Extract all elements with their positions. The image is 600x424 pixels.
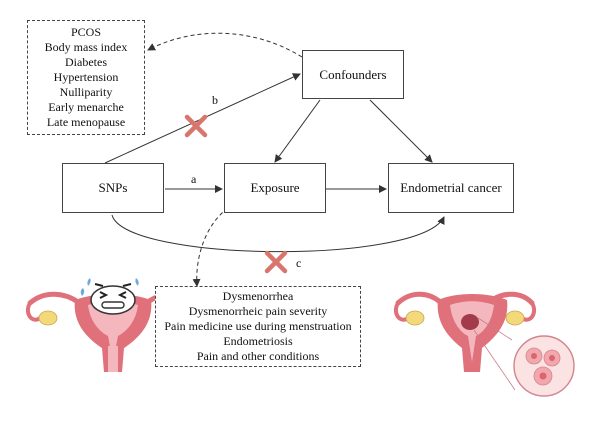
confounder-item: Body mass index: [44, 40, 128, 54]
cross-mark-icon: [264, 250, 288, 274]
path-label-a: a: [191, 172, 197, 186]
node-endometrial-cancer: Endometrial cancer: [388, 163, 514, 213]
node-snps-label: SNPs: [98, 180, 128, 195]
cancer-cells-icon: [473, 317, 575, 397]
arrow-confounders-to-exposure: [274, 99, 321, 163]
confounder-item: Diabetes: [65, 55, 107, 69]
confounder-list-box: PCOS Body mass index Diabetes Hypertensi…: [27, 20, 145, 135]
uterus-illustration: [393, 291, 537, 372]
exposure-list-box: Dysmenorrhea Dysmenorrheic pain severity…: [155, 286, 361, 367]
arrow-snps-to-outcome: [111, 214, 445, 253]
exposure-item: Dysmenorrheic pain severity: [188, 304, 328, 318]
arrow-confounders-to-outcome: [369, 99, 433, 163]
arrow-confounders-to-list: [147, 32, 303, 58]
arrow-exposure-to-list: [192, 207, 229, 287]
exposure-item: Pain medicine use during menstruation: [164, 319, 352, 333]
pain-face-icon: [80, 278, 139, 315]
confounder-item: Nulliparity: [59, 85, 113, 99]
node-snps: SNPs: [62, 163, 164, 213]
exposure-item: Pain and other conditions: [196, 349, 320, 363]
path-label-c: c: [296, 256, 302, 270]
node-exposure: Exposure: [224, 163, 326, 213]
confounder-item: Late menopause: [46, 115, 126, 129]
confounder-item: PCOS: [70, 25, 102, 39]
confounder-item: Hypertension: [53, 70, 119, 84]
cross-mark-icon: [184, 114, 208, 138]
exposure-item: Dysmenorrhea: [222, 289, 294, 303]
confounder-item: Early menarche: [48, 100, 124, 114]
node-exposure-label: Exposure: [250, 180, 300, 195]
node-endometrial-cancer-label: Endometrial cancer: [400, 180, 502, 195]
exposure-item: Endometriosis: [223, 334, 293, 348]
node-confounders: Confounders: [302, 50, 404, 99]
path-label-b: b: [212, 93, 218, 107]
node-confounders-label: Confounders: [319, 66, 387, 82]
